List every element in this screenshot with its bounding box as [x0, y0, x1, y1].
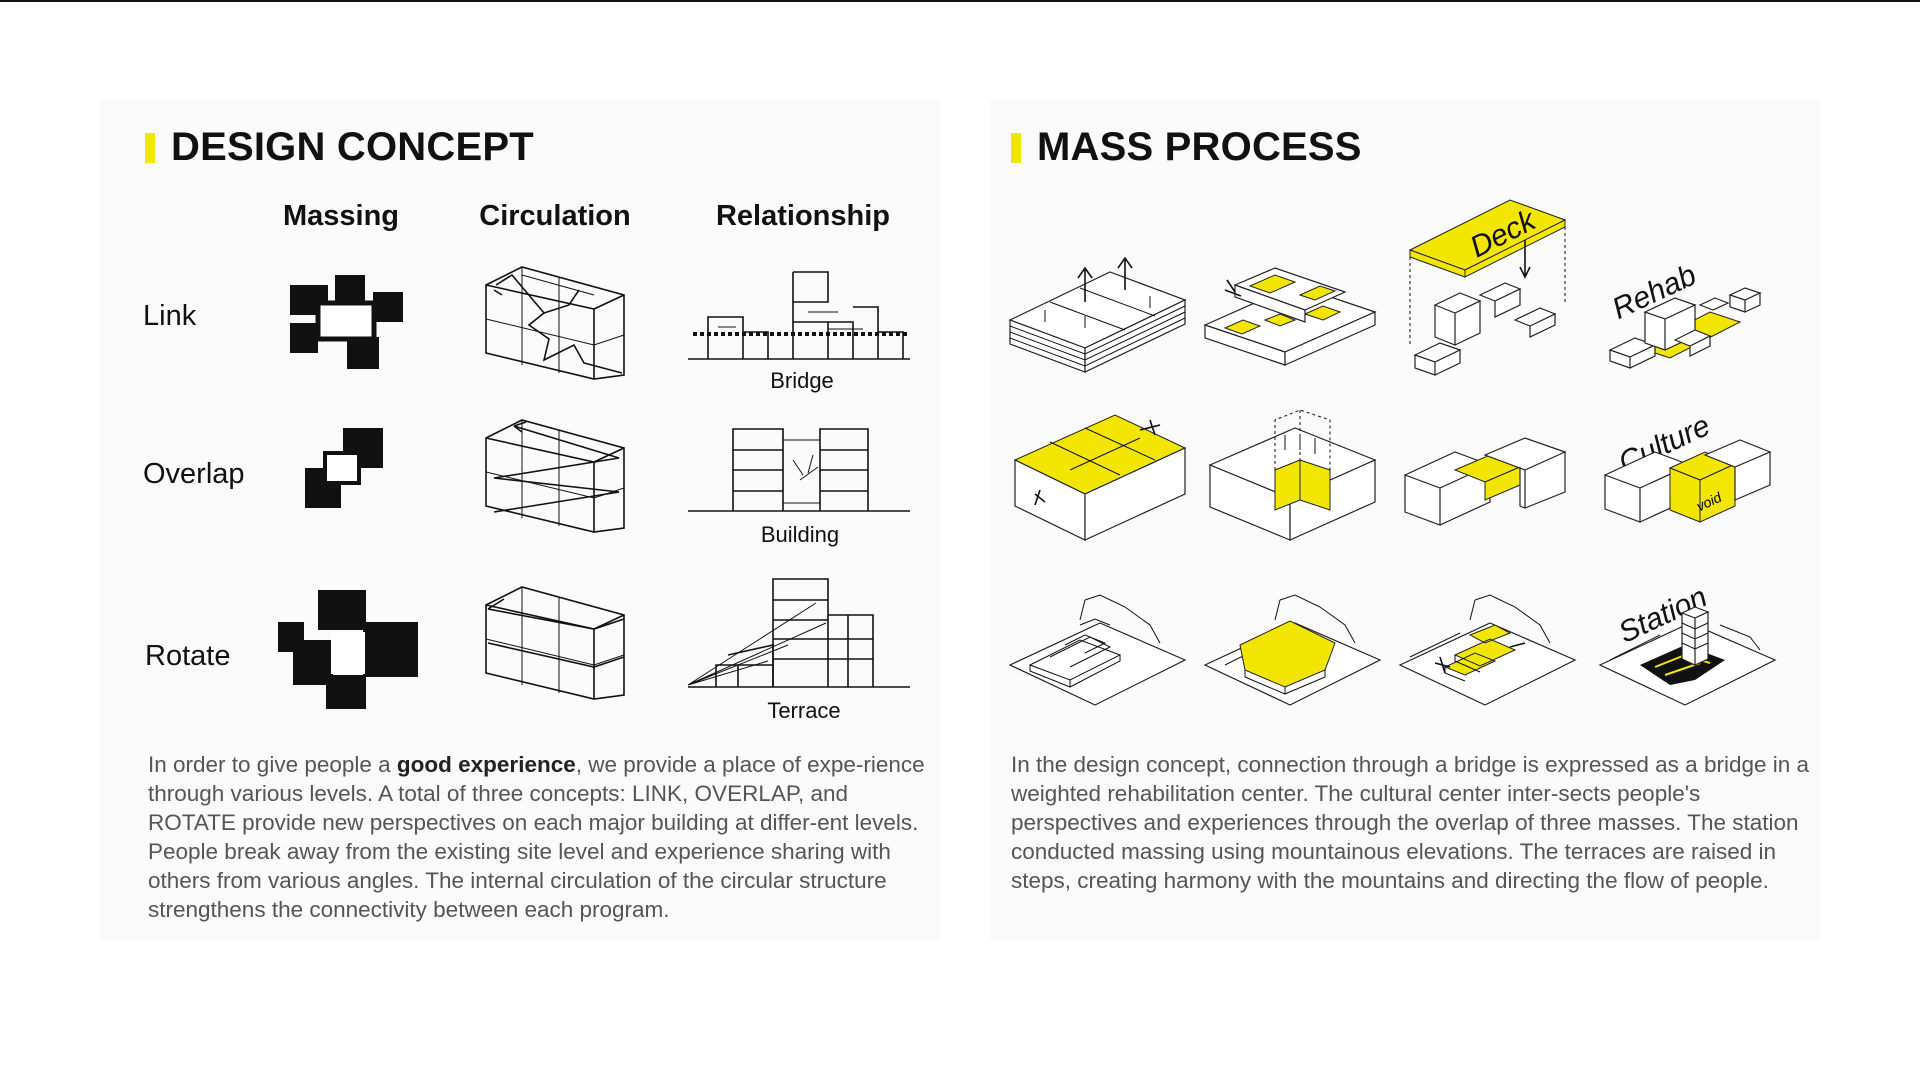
design-concept-panel [100, 100, 940, 940]
column-head-massing: Massing [282, 200, 400, 232]
design-concept-paragraph: In order to give people a good experienc… [148, 750, 938, 924]
mass-step-culture-overlap [1208, 409, 1377, 541]
paragraph-text-before: In order to give people a [148, 752, 397, 777]
mass-step-deck: Deck [1408, 199, 1567, 376]
caption-building: Building [760, 522, 840, 547]
massing-rotate-diagram [278, 590, 418, 709]
caption-bridge: Bridge [770, 368, 834, 393]
accent-bar [1011, 132, 1021, 163]
accent-bar [145, 132, 155, 163]
row-label-rotate: Rotate [145, 640, 231, 672]
mass-step-culture-cut [1013, 414, 1187, 541]
paragraph-text-bold: good experience [396, 752, 576, 777]
mass-step-culture-blocks [1403, 437, 1567, 526]
mass-step-cut-plates [1203, 267, 1377, 366]
row-label-link: Link [143, 300, 197, 332]
mass-step-culture: Culture void [1603, 409, 1772, 523]
circulation-rotate-diagram [485, 586, 625, 700]
mass-step-rehab: Rehab [1607, 259, 1762, 369]
design-concept-title-text: DESIGN CONCEPT [171, 125, 534, 169]
mass-step-station-terrain [1008, 594, 1187, 706]
mass-process-paragraph: In the design concept, connection throug… [1011, 752, 1810, 893]
relationship-bridge-diagram [688, 271, 910, 360]
mass-step-station-terrace [1203, 594, 1382, 706]
mass-step-station: Station [1598, 580, 1777, 706]
design-concept-title: DESIGN CONCEPT [145, 125, 534, 170]
relationship-building-diagram [688, 428, 910, 512]
circulation-link-diagram [485, 266, 625, 380]
column-head-relationship: Relationship [715, 200, 890, 232]
relationship-terrace-diagram [687, 578, 910, 688]
paragraph-text-after: , we provide a place of expe-rience thro… [148, 752, 925, 922]
circulation-overlap-diagram [485, 419, 625, 533]
mass-step-stacked-slabs [1008, 256, 1187, 373]
mass-process-title-text: MASS PROCESS [1037, 125, 1362, 169]
caption-terrace: Terrace [767, 698, 841, 723]
row-label-overlap: Overlap [143, 458, 245, 490]
massing-overlap-diagram [305, 428, 383, 508]
massing-link-diagram [290, 275, 403, 369]
column-head-circulation: Circulation [479, 200, 631, 232]
top-border-line [0, 0, 1920, 2]
mass-step-station-steps [1398, 594, 1577, 706]
mass-process-title: MASS PROCESS [1011, 125, 1362, 170]
